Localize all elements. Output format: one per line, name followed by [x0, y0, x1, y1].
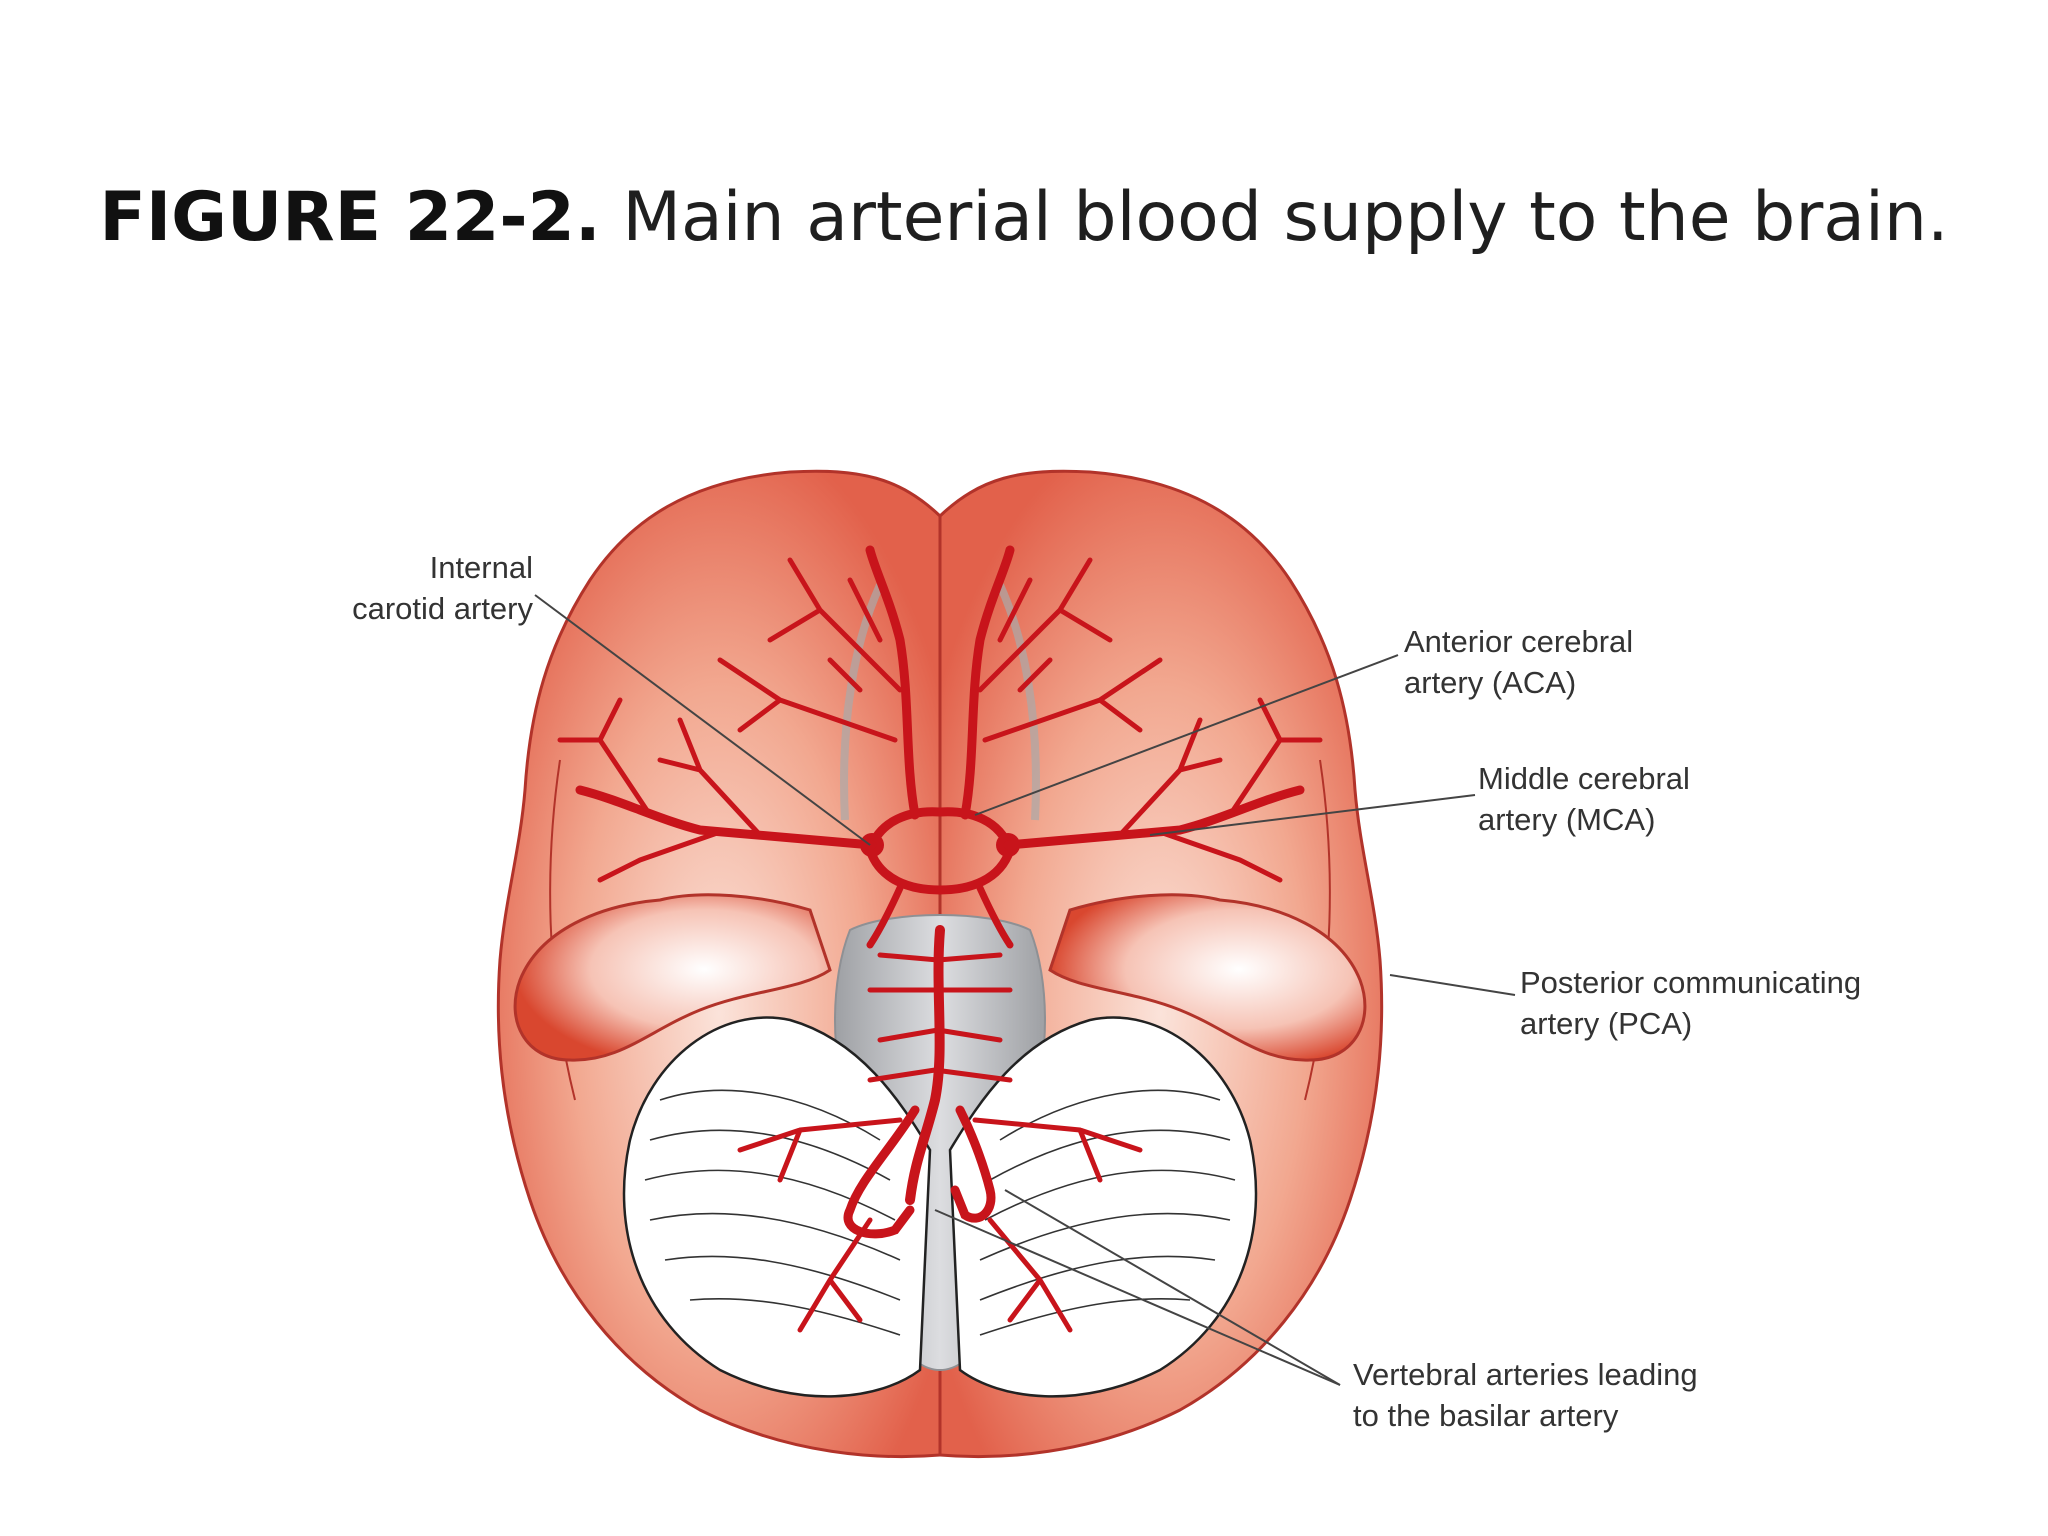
leader-lines: [534, 594, 1516, 1386]
label-internal-carotid-line2: carotid artery: [352, 591, 533, 626]
temporal-lobes: [513, 893, 1367, 1062]
right-temporal-lobe: [1048, 893, 1367, 1062]
anterior-cerebral-artery-right: [960, 545, 1015, 820]
label-pca-line1: Posterior communicating: [1520, 965, 1861, 1000]
figure-label: FIGURE 22-2.: [99, 178, 601, 257]
posterior-communicating-left: [866, 884, 904, 949]
aca-branches-right: [977, 557, 1163, 743]
aca-branches-left: [717, 557, 903, 743]
leader-mca: [1149, 794, 1476, 836]
label-vertebral-line2: to the basilar artery: [1353, 1398, 1619, 1433]
posterior-communicating-right: [976, 884, 1014, 949]
leader-vertebral-b: [1004, 1189, 1341, 1386]
label-mca-line2: artery (MCA): [1478, 802, 1655, 837]
vertebral-artery-right: [950, 1105, 996, 1223]
anterior-cerebral-artery-left: [865, 545, 920, 820]
label-pca: Posterior communicating artery (PCA): [1520, 965, 1861, 1041]
label-mca-line1: Middle cerebral: [1478, 761, 1690, 796]
label-aca-line1: Anterior cerebral: [1404, 624, 1633, 659]
label-vertebral: Vertebral arteries leading to the basila…: [1353, 1357, 1698, 1433]
label-aca-line2: artery (ACA): [1404, 665, 1576, 700]
cerebellar-arteries-left: [737, 1117, 903, 1333]
leader-aca: [974, 654, 1399, 816]
cerebellar-folia: [644, 1089, 1236, 1336]
label-internal-carotid-line1: Internal: [430, 550, 533, 585]
label-vertebral-line1: Vertebral arteries leading: [1353, 1357, 1698, 1392]
basilar-artery: [905, 925, 945, 1205]
olfactory-tract-right: [996, 583, 1040, 821]
vertebral-artery-left: [843, 1105, 920, 1239]
left-temporal-lobe: [513, 893, 832, 1062]
cerebellar-arteries-right: [972, 1117, 1143, 1333]
label-aca: Anterior cerebral artery (ACA): [1404, 624, 1633, 700]
leader-vertebral-a: [934, 1209, 1341, 1386]
leader-internal-carotid: [534, 594, 871, 846]
label-pca-line2: artery (PCA): [1520, 1006, 1692, 1041]
figure-caption: FIGURE 22-2. Main arterial blood supply …: [0, 178, 2048, 257]
arteries: [557, 545, 1323, 1333]
label-mca: Middle cerebral artery (MCA): [1478, 761, 1690, 837]
left-cerebellar-hemisphere: [622, 1016, 932, 1398]
mca-branches-right: [1117, 697, 1323, 883]
middle-cerebral-artery-right: [1003, 785, 1305, 850]
figure-caption-text: Main arterial blood supply to the brain.: [622, 178, 1949, 257]
label-internal-carotid: Internal carotid artery: [352, 550, 533, 626]
olfactory-tract-left: [840, 583, 884, 821]
middle-cerebral-artery-left: [575, 785, 877, 850]
mca-branches-left: [557, 697, 763, 883]
leader-pca: [1389, 974, 1516, 996]
basilar-branches: [867, 952, 1013, 1083]
